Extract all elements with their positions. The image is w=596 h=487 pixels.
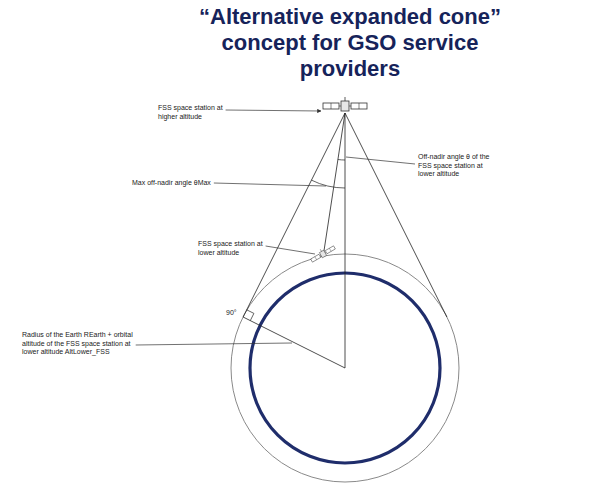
cone-line <box>345 113 447 317</box>
off-nadir-line <box>323 113 345 256</box>
max-angle-arc <box>311 180 345 188</box>
annotation-label: Radius of the Earth REarth + orbital alt… <box>22 331 136 357</box>
radius-line <box>243 317 345 368</box>
leader-line <box>346 157 415 164</box>
annotation-label: Off-nadir angle θ of the FSS space stati… <box>418 153 496 179</box>
annotation-label: Max off-nadir angle θMax <box>132 179 232 188</box>
leader-line <box>226 110 321 111</box>
slide-title: “Alternative expanded cone” concept for … <box>190 4 510 82</box>
annotation-label: FSS space station at higher altitude <box>158 104 226 121</box>
annotation-label: FSS space station at lower altitude <box>198 240 264 257</box>
leader-line <box>214 183 326 186</box>
satellite-low <box>309 243 336 263</box>
cone-line <box>243 113 345 317</box>
leader-line <box>266 246 315 254</box>
theta-arc <box>338 159 345 161</box>
right-angle-mark <box>247 310 254 321</box>
satellite-high <box>323 97 367 111</box>
annotation-label: 90° <box>226 309 246 318</box>
leader-line <box>136 343 292 345</box>
nadir-line <box>345 113 346 368</box>
